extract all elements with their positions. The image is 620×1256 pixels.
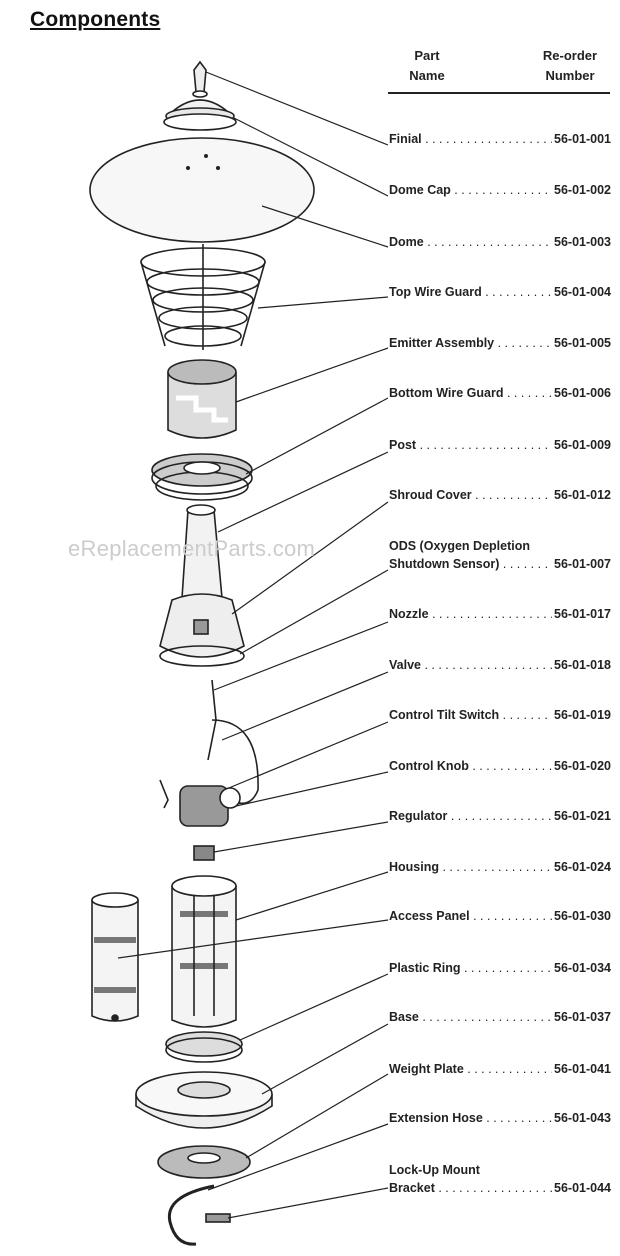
part-name: Access Panel <box>389 907 611 925</box>
part-number: 56-01-044 <box>552 1179 611 1197</box>
part-name: Control Knob <box>389 757 611 775</box>
part-row-post: Post56-01-009 <box>389 436 611 454</box>
part-number: 56-01-030 <box>552 907 611 925</box>
header-line: Number <box>545 68 595 83</box>
part-number: 56-01-037 <box>552 1008 611 1026</box>
part-name: Extension Hose <box>389 1109 611 1127</box>
shroud-cover-drawing <box>159 593 245 667</box>
part-name: Dome Cap <box>389 181 611 199</box>
weight-plate-drawing <box>157 1145 251 1179</box>
part-number: 56-01-009 <box>552 436 611 454</box>
leader-lines <box>117 71 389 1219</box>
part-number: 56-01-020 <box>552 757 611 775</box>
part-number: 56-01-034 <box>552 959 611 977</box>
part-name: Regulator <box>389 807 611 825</box>
header-rule <box>388 92 610 94</box>
part-name: Shroud Cover <box>389 486 611 504</box>
part-number: 56-01-002 <box>552 181 611 199</box>
part-number: 56-01-019 <box>552 706 611 724</box>
part-name: Nozzle <box>389 605 611 623</box>
part-name-line2: Shutdown Sensor) <box>389 555 611 573</box>
part-row-regulator: Regulator56-01-021 <box>389 807 611 825</box>
part-name: Valve <box>389 656 611 674</box>
emitter-assembly-drawing <box>167 359 237 439</box>
part-row-weight-plate: Weight Plate56-01-041 <box>389 1060 611 1078</box>
part-name: Top Wire Guard <box>389 283 611 301</box>
part-name: Dome <box>389 233 611 251</box>
part-row-dome: Dome56-01-003 <box>389 233 611 251</box>
part-name: Lock-Up Mount <box>389 1163 480 1177</box>
part-row-base: Base56-01-037 <box>389 1008 611 1026</box>
part-row-lock-up-mount-bracket: Lock-Up MountBracket56-01-044 <box>389 1161 611 1197</box>
part-name: Control Tilt Switch <box>389 706 611 724</box>
part-name: ODS (Oxygen Depletion <box>389 539 530 553</box>
part-name-line2: Bracket <box>389 1179 611 1197</box>
part-number: 56-01-021 <box>552 807 611 825</box>
part-name: Post <box>389 436 611 454</box>
part-name: Base <box>389 1008 611 1026</box>
part-number: 56-01-043 <box>552 1109 611 1127</box>
column-header-reorder-number: Re-order Number <box>528 46 612 86</box>
finial-drawing <box>192 60 208 98</box>
part-name: Weight Plate <box>389 1060 611 1078</box>
header-line: Re-order <box>542 48 598 63</box>
page-title: Components <box>30 8 161 31</box>
post-drawing <box>181 504 223 599</box>
part-name: Plastic Ring <box>389 959 611 977</box>
dome-cap-drawing <box>163 99 237 131</box>
part-row-plastic-ring: Plastic Ring56-01-034 <box>389 959 611 977</box>
column-header-part-name: Part Name <box>392 46 462 86</box>
part-row-finial: Finial56-01-001 <box>389 130 611 148</box>
part-row-valve: Valve56-01-018 <box>389 656 611 674</box>
part-number: 56-01-006 <box>552 384 611 402</box>
part-name: Finial <box>389 130 611 148</box>
access-panel-drawing <box>91 892 139 1022</box>
part-row-control-knob: Control Knob56-01-020 <box>389 757 611 775</box>
part-name: Housing <box>389 858 611 876</box>
part-number: 56-01-007 <box>552 555 611 573</box>
part-name: Bottom Wire Guard <box>389 384 611 402</box>
part-number: 56-01-017 <box>552 605 611 623</box>
valve-assembly-drawing <box>159 679 259 861</box>
part-number: 56-01-005 <box>552 334 611 352</box>
part-row-emitter-assembly: Emitter Assembly56-01-005 <box>389 334 611 352</box>
dome-drawing <box>89 137 315 243</box>
part-row-access-panel: Access Panel56-01-030 <box>389 907 611 925</box>
part-row-extension-hose: Extension Hose56-01-043 <box>389 1109 611 1127</box>
part-number: 56-01-001 <box>552 130 611 148</box>
header-line: Part <box>414 48 440 63</box>
plastic-ring-drawing <box>165 1031 243 1063</box>
base-drawing <box>135 1071 273 1129</box>
bottom-wire-guard-drawing <box>151 453 253 501</box>
housing-drawing <box>171 875 237 1028</box>
part-row-housing: Housing56-01-024 <box>389 858 611 876</box>
part-row-nozzle: Nozzle56-01-017 <box>389 605 611 623</box>
part-number: 56-01-041 <box>552 1060 611 1078</box>
top-wire-guard-drawing <box>140 244 266 350</box>
part-row-dome-cap: Dome Cap56-01-002 <box>389 181 611 199</box>
part-number: 56-01-012 <box>552 486 611 504</box>
part-row-control-tilt-switch: Control Tilt Switch56-01-019 <box>389 706 611 724</box>
part-number: 56-01-024 <box>552 858 611 876</box>
watermark: eReplacementParts.com <box>68 536 316 561</box>
extension-hose-drawing <box>167 1184 231 1246</box>
part-name: Emitter Assembly <box>389 334 611 352</box>
part-number: 56-01-018 <box>552 656 611 674</box>
part-row-shroud-cover: Shroud Cover56-01-012 <box>389 486 611 504</box>
part-row-top-wire-guard: Top Wire Guard56-01-004 <box>389 283 611 301</box>
part-number: 56-01-003 <box>552 233 611 251</box>
header-line: Name <box>409 68 445 83</box>
part-number: 56-01-004 <box>552 283 611 301</box>
part-row-bottom-wire-guard: Bottom Wire Guard56-01-006 <box>389 384 611 402</box>
